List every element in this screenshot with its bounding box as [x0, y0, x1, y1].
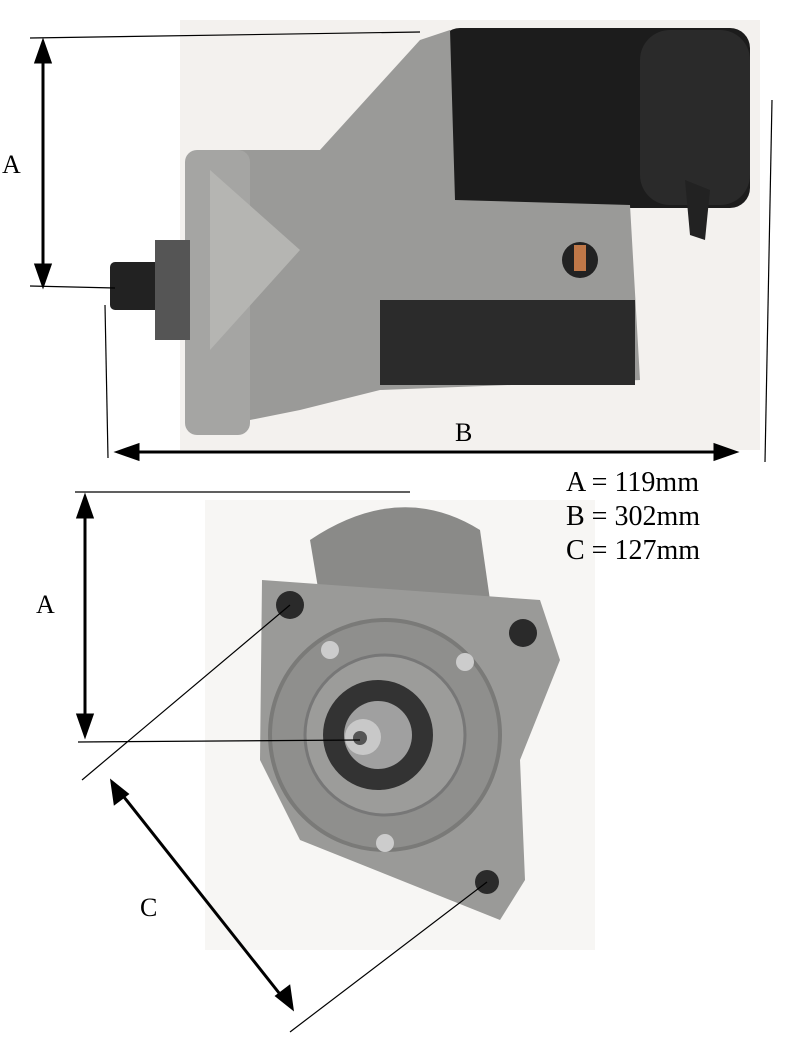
dimension-c: C = 127mm [566, 535, 701, 566]
copper-terminal [574, 245, 586, 271]
label-a-top: A [2, 150, 21, 179]
front-view-photo [205, 500, 595, 950]
dimension-lines [29, 31, 773, 1033]
dimension-b: B = 302mm [566, 501, 701, 532]
label-b: B [455, 418, 473, 447]
dimension-arrows [33, 37, 740, 1012]
side-view-photo [110, 20, 760, 450]
dimension-list: A = 119mm B = 302mm C = 127mm [566, 466, 700, 568]
dimension-a: A = 119mm [566, 467, 699, 498]
label-c: C [140, 893, 158, 922]
label-a-bottom: A [36, 590, 55, 619]
